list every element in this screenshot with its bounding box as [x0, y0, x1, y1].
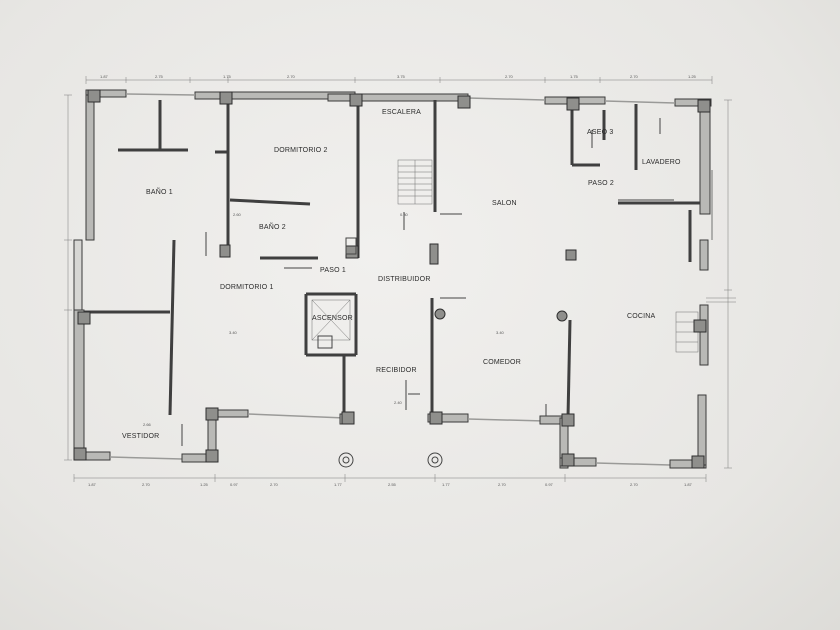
svg-text:2.70: 2.70: [630, 74, 639, 79]
column: [561, 413, 575, 427]
svg-text:2.66: 2.66: [143, 422, 152, 427]
svg-text:2.70: 2.70: [630, 482, 639, 487]
svg-text:1.77: 1.77: [334, 482, 343, 487]
svg-text:1.75: 1.75: [223, 74, 232, 79]
column: [87, 89, 101, 103]
column: [77, 311, 91, 325]
exterior-markers: [338, 452, 443, 468]
column: [205, 449, 219, 463]
room-label-paso2: PASO 2: [588, 180, 614, 187]
room-label-ascensor: ASCENSOR: [312, 315, 353, 322]
room-label-aseo3: ASEO 3: [587, 129, 614, 136]
column: [341, 411, 355, 425]
room-label-comedor: COMEDOR: [483, 359, 521, 366]
room-label-salon: SALON: [492, 200, 517, 207]
column: [205, 407, 219, 421]
column: [693, 319, 707, 333]
room-label-dormitorio1: DORMITORIO 1: [220, 284, 274, 291]
svg-text:2.70: 2.70: [498, 482, 507, 487]
room-label-dormitorio2: DORMITORIO 2: [274, 147, 328, 154]
svg-text:1.87: 1.87: [100, 74, 109, 79]
svg-text:2.60: 2.60: [233, 212, 242, 217]
svg-text:3.40: 3.40: [496, 330, 505, 335]
interior-walls: [84, 98, 700, 419]
svg-text:2.70: 2.70: [142, 482, 151, 487]
room-label-vestidor: VESTIDOR: [122, 433, 159, 440]
column: [697, 99, 711, 113]
svg-text:0.97: 0.97: [230, 482, 239, 487]
room-label-escalera: ESCALERA: [382, 109, 421, 116]
fixtures: [181, 118, 674, 446]
svg-text:1.75: 1.75: [570, 74, 579, 79]
svg-text:3.40: 3.40: [229, 330, 238, 335]
room-labels: BAÑO 1 DORMITORIO 2 ESCALERA ASEO 3 LAVA…: [122, 109, 681, 440]
svg-text:2.55: 2.55: [388, 482, 397, 487]
room-label-cocina: COCINA: [627, 313, 656, 320]
stair-symbol: [397, 159, 433, 205]
svg-text:1.87: 1.87: [88, 482, 97, 487]
svg-text:0.80: 0.80: [400, 212, 409, 217]
column: [219, 91, 233, 105]
svg-text:3.75: 3.75: [397, 74, 406, 79]
svg-text:2.70: 2.70: [270, 482, 279, 487]
column: [691, 455, 705, 469]
round-columns: [434, 308, 568, 322]
svg-text:1.77: 1.77: [442, 482, 451, 487]
column: [219, 244, 231, 258]
column: [429, 243, 439, 265]
structural-columns: [73, 89, 711, 469]
room-label-distribuidor: DISTRIBUIDOR: [378, 276, 431, 283]
room-label-lavadero: LAVADERO: [642, 159, 681, 166]
svg-text:2.70: 2.70: [287, 74, 296, 79]
room-label-recibidor: RECIBIDOR: [376, 367, 417, 374]
svg-text:1.25: 1.25: [200, 482, 209, 487]
svg-text:2.70: 2.70: [505, 74, 514, 79]
column: [429, 411, 443, 425]
svg-text:2.40: 2.40: [394, 400, 403, 405]
column: [565, 249, 577, 261]
dimension-lines: [64, 76, 732, 482]
room-label-bano2: BAÑO 2: [259, 222, 286, 231]
svg-text:0.97: 0.97: [545, 482, 554, 487]
svg-text:2.75: 2.75: [155, 74, 164, 79]
column: [566, 97, 580, 111]
column: [457, 95, 471, 109]
column: [561, 453, 575, 467]
svg-text:1.25: 1.25: [688, 74, 697, 79]
column: [349, 93, 363, 107]
dimension-labels: 1.87 2.75 1.75 2.70 3.75 2.70 1.75 2.70 …: [88, 74, 697, 487]
elevator-symbol: [311, 299, 351, 341]
exterior-walls: [73, 89, 713, 469]
room-label-bano1: BAÑO 1: [146, 187, 173, 196]
svg-text:1.87: 1.87: [684, 482, 693, 487]
room-label-paso1: PASO 1: [320, 267, 346, 274]
column: [73, 447, 87, 461]
